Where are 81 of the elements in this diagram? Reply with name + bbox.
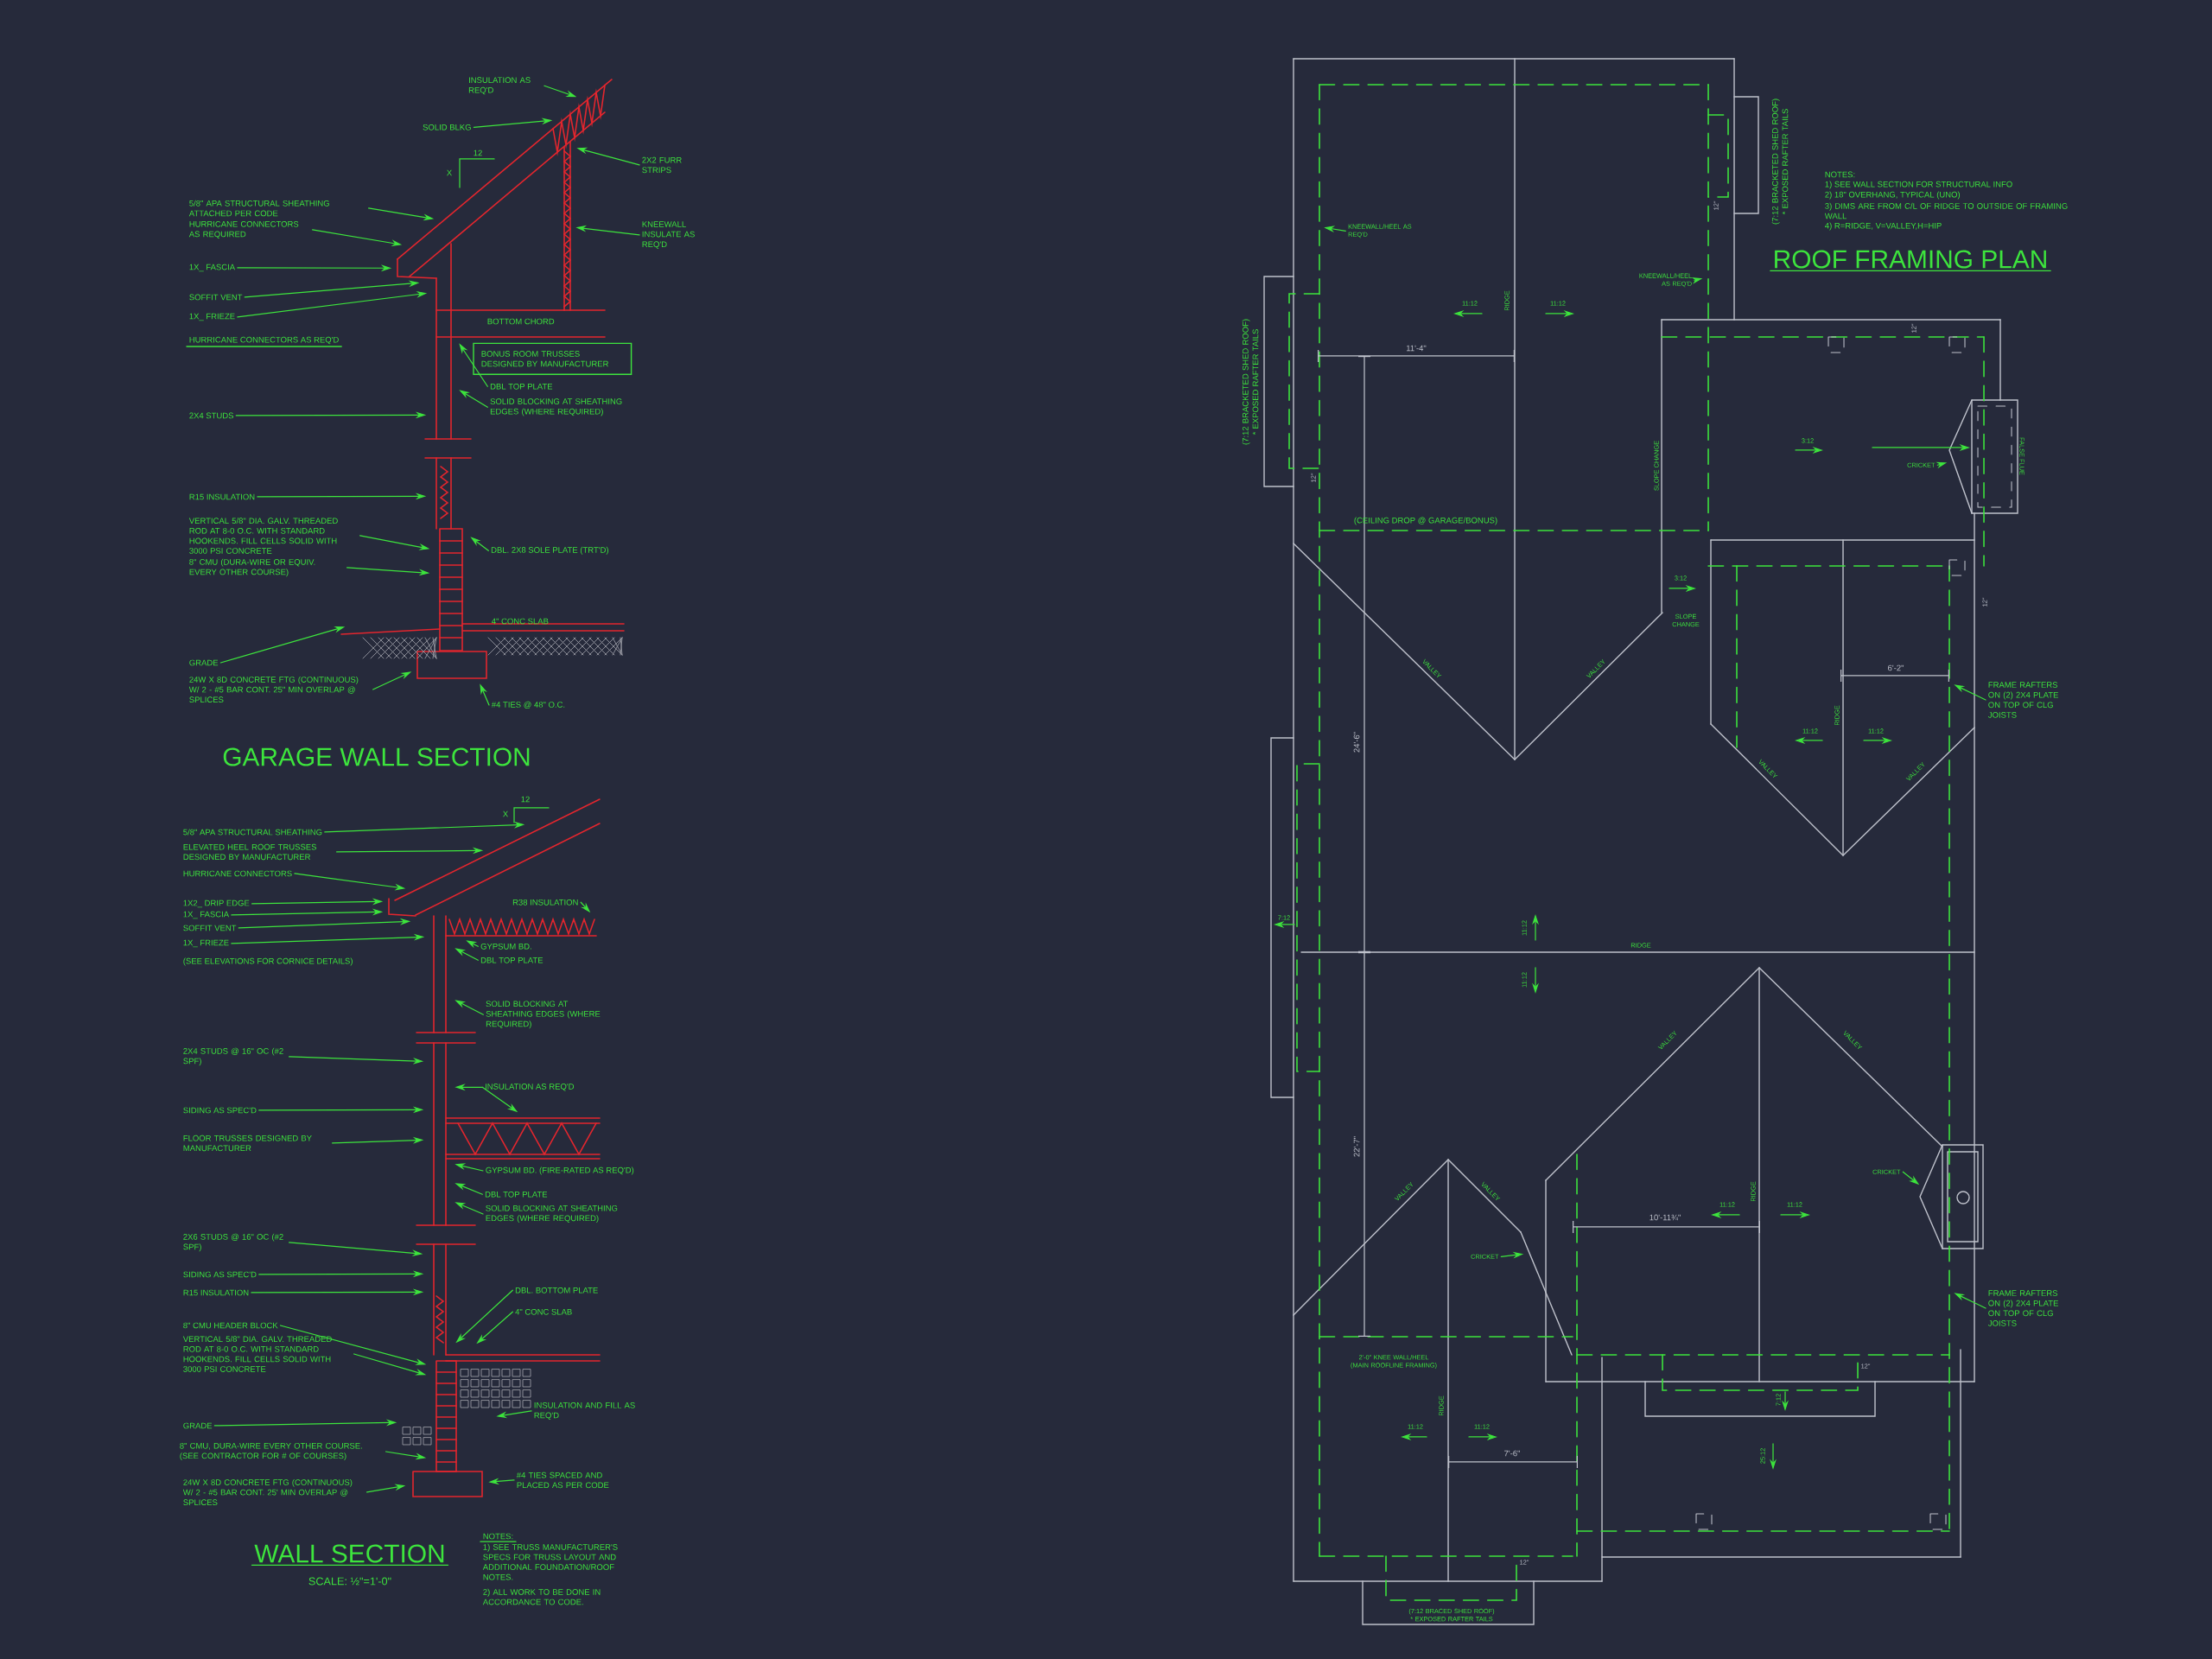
note-text: 3) DIMS ARE FROM C/L OF RIDGE TO OUTSIDE OF FRAMING WALL: [1824, 202, 2068, 219]
callout-text: #4 TIES SPACED AND PLACED AS PER CODE: [516, 1471, 609, 1489]
note-heading: NOTES:: [480, 1533, 517, 1542]
callout-text: 5/8" APA STRUCTURAL SHEATHING ATTACHED PER CODE: [188, 200, 329, 217]
slope-label: 12: [521, 796, 530, 803]
note-text: 2) ALL WORK TO BE DONE IN ACCORDANCE TO CODE.: [482, 1588, 601, 1605]
slope-label: X: [447, 169, 452, 176]
callout-text: GRADE: [189, 659, 219, 666]
callout-text: DBL. 2X8 SOLE PLATE (TRT'D): [491, 546, 608, 555]
callout-text: SOLID BLOCKING AT SHEATHING EDGES (WHERE REQUIRED): [486, 1001, 601, 1029]
dimension-text: 24'-6": [1353, 732, 1360, 753]
callout-text: GYPSUM BD. (FIRE-RATED AS REQ'D): [486, 1166, 634, 1175]
note-text: HURRICANE CONNECTORS AS REQ'D: [186, 336, 342, 347]
dimension-text: 11'-4": [1407, 345, 1427, 352]
note-text: (SEE ELEVATIONS FOR CORNICE DETAILS): [183, 957, 353, 966]
note-text: 2) 18" OVERHANG, TYPICAL (UNO): [1825, 191, 1961, 200]
callout-text: SOFFIT VENT: [189, 294, 243, 301]
callout-text: 1X_ FRIEZE: [183, 939, 229, 948]
callout-text: R15 INSULATION: [183, 1289, 249, 1296]
callout-text: 8" CMU, DURA-WIRE EVERY OTHER COURSE. (SEE CONTRACTOR FOR # OF COURSES): [180, 1442, 362, 1461]
callout-text: FRAME RAFTERS ON (2) 2X4 PLATE ON TOP OF CLG JOISTS: [1988, 682, 2058, 718]
note-text: 1) SEE WALL SECTION FOR STRUCTURAL INFO: [1825, 181, 2012, 189]
callout-text: FLOOR TRUSSES DESIGNED BY MANUFACTURER: [183, 1135, 312, 1152]
callout-text: 1X_ FRIEZE: [189, 313, 235, 321]
dimension-text: 6'-2": [1888, 664, 1904, 671]
callout-text: ELEVATED HEEL ROOF TRUSSES DESIGNED BY MANUFACTURER: [183, 843, 317, 861]
callout-text: SIDING AS SPEC'D: [183, 1271, 257, 1278]
callout-text: DBL TOP PLATE: [480, 957, 543, 963]
callout-text: VERTICAL 5/8" DIA. GALV. THREADED ROD AT 8-0 O.C. WITH STANDARD HOOKENDS. FILL CELLS SOLID WITH 3000 PSI CONCRETE: [182, 1336, 332, 1372]
callout-text: INSULATION AS REQ'D: [486, 1084, 575, 1091]
callout-text: VERTICAL 5/8" DIA. GALV. THREADED ROD AT 8-0 O.C. WITH STANDARD HOOKENDS. FILL CELLS SOLID WITH 3000 PSI CONCRETE: [188, 518, 338, 554]
section-title: WALL SECTION: [251, 1544, 449, 1567]
callout-text: 8" CMU HEADER BLOCK: [183, 1322, 278, 1329]
slope-label: X: [503, 810, 508, 817]
roof-note: (7:12 BRACKETED SHED ROOF) * EXPOSED RAFTER TAILS: [1242, 319, 1259, 445]
callout-text: DBL. BOTTOM PLATE: [515, 1287, 598, 1294]
callout-text: HURRICANE CONNECTORS: [183, 870, 292, 877]
slope-label: 12: [474, 149, 482, 156]
callout-text: R15 INSULATION: [189, 493, 255, 500]
callout-text: 24W X 8D CONCRETE FTG (CONTINUOUS) W/ 2 - #5 BAR CONT. 25' MIN OVERLAP @ SPLICES: [182, 1478, 353, 1506]
callout-text: 1X2_ DRIP EDGE: [183, 899, 250, 908]
callout-text: GYPSUM BD.: [480, 943, 531, 950]
roof-note: (7:12 BRACKETED SHED ROOF) * EXPOSED RAFTER TAILS: [1771, 99, 1789, 225]
note-heading: NOTES:: [1825, 171, 1855, 178]
callout-text: 1X_ FASCIA: [189, 264, 236, 272]
callout-text: 2X6 STUDS @ 16" OC (#2 SPF): [183, 1233, 283, 1252]
plan-title: ROOF FRAMING PLAN: [1770, 250, 2051, 272]
section-title: GARAGE WALL SECTION: [223, 747, 530, 766]
callout-text: 2X4 STUDS: [189, 412, 234, 419]
callout-text: FRAME RAFTERS ON (2) 2X4 PLATE ON TOP OF CLG JOISTS: [1988, 1290, 2058, 1326]
boxed-note: BONUS ROOM TRUSSES DESIGNED BY MANUFACTURER: [473, 342, 632, 375]
callout-text: SOLID BLOCKING AT SHEATHING EDGES (WHERE REQUIRED): [486, 1205, 618, 1224]
callout-text: SIDING AS SPEC'D: [183, 1107, 257, 1114]
dimension-text: 22'-7": [1353, 1136, 1360, 1157]
callout-text: 5/8" APA STRUCTURAL SHEATHING: [183, 829, 322, 836]
callout-text: SOLID BLOCKING AT SHEATHING EDGES (WHERE REQUIRED): [490, 398, 622, 416]
callout-text: 2X4 STUDS @ 16" OC (#2 SPF): [183, 1047, 283, 1066]
roof-note: (CEILING DROP @ GARAGE/BONUS): [1354, 517, 1497, 525]
callout-text: DBL TOP PLATE: [485, 1191, 548, 1198]
callout-text: #4 TIES @ 48" O.C.: [491, 701, 565, 709]
callout-text: KNEEWALL INSULATE AS REQ'D: [642, 221, 695, 249]
callout-text: SOLID BLKG: [423, 124, 471, 130]
callout-text: 2X2 FURR STRIPS: [642, 156, 682, 174]
callout-text: 4" CONC SLAB: [515, 1308, 572, 1315]
callout-text: SOFFIT VENT: [183, 925, 237, 931]
note-text: 1) SEE TRUSS MANUFACTURER'S SPECS FOR TRUSS LAYOUT AND ADDITIONAL FOUNDATION/ROOF NOTES.: [482, 1543, 618, 1580]
part-label: 4" CONC SLAB: [492, 618, 549, 625]
callout-text: DBL TOP PLATE: [490, 383, 553, 390]
callout-text: 8" CMU (DURA-WIRE OR EQUIV. EVERY OTHER COURSE): [189, 558, 315, 577]
dimension-text: 7'-6": [1504, 1450, 1521, 1457]
callout-text: HURRICANE CONNECTORS AS REQUIRED: [188, 220, 299, 238]
callout-text: INSULATION AS REQ'D: [468, 77, 531, 95]
dimension-text: 10'-11¾": [1649, 1214, 1681, 1221]
scale-text: SCALE: ½"=1'-0": [308, 1577, 391, 1586]
part-label: BOTTOM CHORD: [487, 318, 555, 325]
callout-text: 1X_ FASCIA: [183, 911, 230, 919]
callout-text: GRADE: [183, 1422, 213, 1429]
callout-text: R38 INSULATION: [512, 899, 578, 906]
note-text: 4) R=RIDGE, V=VALLEY,H=HIP: [1825, 222, 1942, 231]
callout-text: INSULATION AND FILL AS REQ'D: [534, 1402, 635, 1420]
callout-text: 24W X 8D CONCRETE FTG (CONTINUOUS) W/ 2 - #5 BAR CONT. 25" MIN OVERLAP @ SPLICES: [188, 676, 359, 703]
